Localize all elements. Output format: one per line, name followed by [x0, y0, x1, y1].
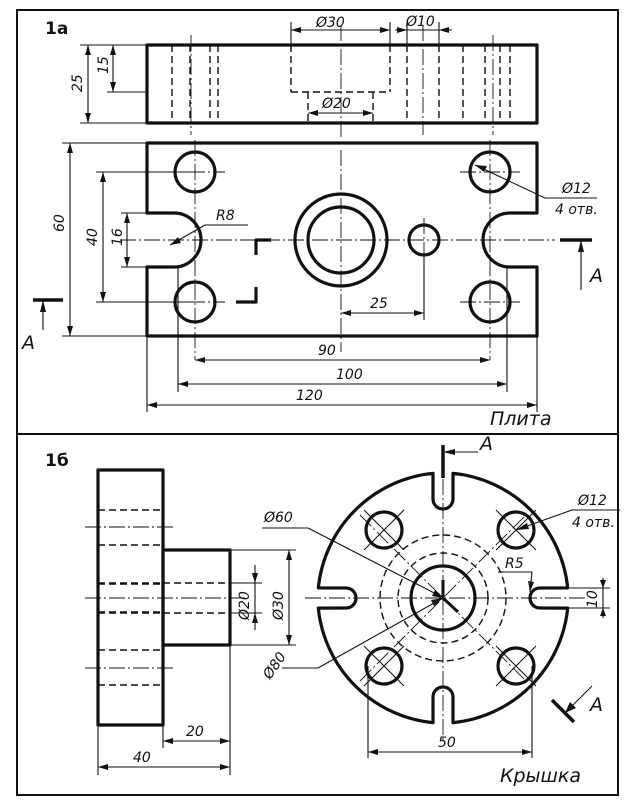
dim-a-d30: Ø30	[290, 15, 391, 45]
svg-text:90: 90	[318, 343, 336, 359]
svg-text:Ø30: Ø30	[315, 15, 345, 31]
dim-a-h60: 60	[52, 142, 147, 337]
dim-a-h40: 40	[85, 171, 195, 303]
plate-plan-view	[120, 140, 555, 360]
panel-a-title: Плита	[490, 408, 552, 430]
dim-a-w90: 90	[195, 343, 490, 363]
svg-text:120: 120	[296, 388, 323, 404]
dim-a-h16: 16	[110, 212, 147, 268]
svg-text:40: 40	[85, 228, 101, 246]
section-mark-top: A	[441, 433, 493, 478]
panel-a-label: 1а	[45, 19, 68, 39]
svg-text:Ø20: Ø20	[321, 96, 351, 112]
dim-a-h25: 25	[70, 44, 147, 124]
section-mark-right: A	[560, 238, 603, 290]
svg-text:R8: R8	[216, 208, 235, 224]
svg-text:Ø12: Ø12	[561, 181, 591, 197]
dim-a-d12: Ø12 4 отв.	[474, 164, 598, 218]
svg-text:Ø30: Ø30	[271, 591, 287, 621]
svg-text:100: 100	[336, 367, 363, 383]
svg-text:4 отв.: 4 отв.	[555, 202, 598, 218]
dim-a-w120: 120	[146, 336, 538, 412]
svg-text:25: 25	[370, 296, 388, 312]
dim-b-d20: Ø20	[230, 565, 262, 630]
dim-a-r8: R8	[169, 208, 248, 246]
dim-b-d12: Ø12 4 отв.	[515, 493, 620, 531]
dim-a-d10: Ø10	[395, 14, 452, 45]
svg-text:A: A	[588, 694, 603, 716]
dim-b-d30: Ø30	[230, 549, 296, 646]
svg-text:10: 10	[585, 590, 601, 608]
svg-text:Ø80: Ø80	[260, 649, 290, 683]
svg-text:40: 40	[133, 750, 151, 766]
section-mark-left: A	[20, 238, 271, 354]
svg-text:A: A	[20, 332, 35, 354]
plate-top-view	[145, 25, 539, 140]
dim-b-w20: 20	[162, 724, 230, 748]
svg-text:R5: R5	[505, 556, 524, 572]
dim-b-h10: 10	[540, 578, 610, 618]
svg-text:Ø20: Ø20	[237, 591, 253, 621]
dim-a-h15: 15	[96, 45, 147, 93]
cover-front-view	[305, 455, 585, 740]
svg-text:20: 20	[186, 724, 204, 740]
cover-side-view	[85, 468, 245, 727]
panel-b-cover: 1б	[45, 433, 620, 787]
dim-a-x25: 25	[341, 255, 425, 320]
dim-b-d80: Ø80	[260, 597, 444, 683]
dim-b-w50: 50	[367, 666, 533, 758]
svg-text:16: 16	[110, 228, 126, 246]
dim-b-d60: Ø60	[262, 510, 445, 599]
svg-text:Ø12: Ø12	[577, 493, 607, 509]
dim-b-r5: R5	[498, 556, 534, 593]
svg-text:A: A	[588, 265, 603, 287]
svg-text:Ø10: Ø10	[405, 14, 435, 30]
dim-b-w40: 40	[97, 645, 231, 775]
dim-a-w100: 100	[177, 267, 508, 392]
svg-text:60: 60	[52, 214, 68, 232]
svg-text:A: A	[478, 433, 493, 455]
dim-a-d20: Ø20	[308, 96, 373, 116]
svg-text:Ø60: Ø60	[263, 510, 293, 526]
svg-text:15: 15	[96, 56, 112, 74]
svg-text:25: 25	[70, 74, 86, 92]
panel-a-plate: 1а	[20, 14, 603, 430]
sheet-frame	[16, 9, 619, 796]
panel-b-label: 1б	[45, 451, 69, 471]
svg-text:50: 50	[438, 735, 456, 751]
section-mark-bottom: A	[550, 685, 603, 724]
panel-b-title: Крышка	[500, 765, 581, 787]
svg-text:4 отв.: 4 отв.	[572, 515, 615, 531]
